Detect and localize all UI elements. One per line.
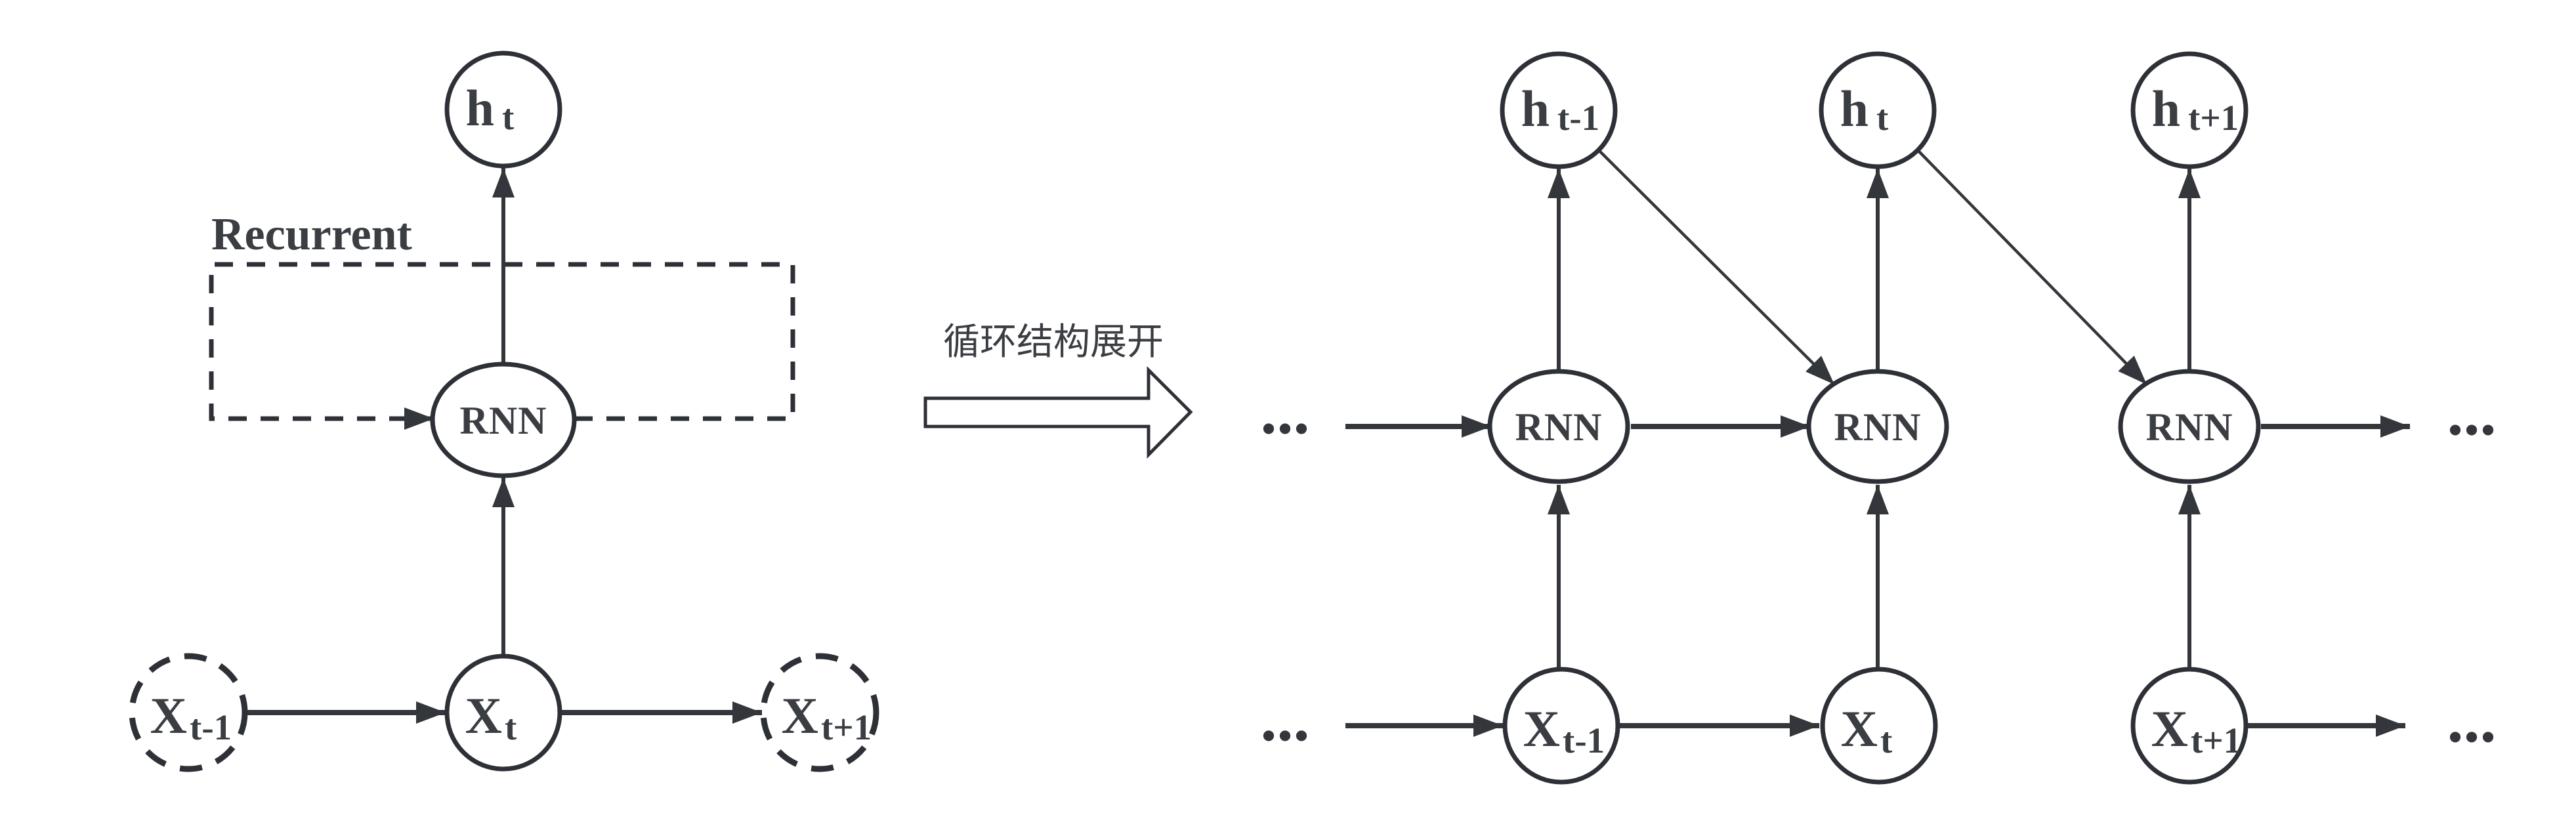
left-folded-rnn-diagram: Recurrent h t RNN X t X t-1 X t+1 [129,51,879,772]
mid-row-left-ellipsis: ... [1261,375,1310,447]
left-x-node-label: X [465,687,502,744]
col3-x-node-label: X [2151,700,2188,757]
col2-h-node-label: h [1840,80,1869,137]
col1-h-node-circle [1500,51,1618,169]
mid-row-right-ellipsis: ... [2447,376,2497,449]
col2-rnn-node-ellipse [1806,369,1949,484]
col3-x-node-circle [2130,667,2249,785]
col2-h-node-subscript: t [1876,98,1889,138]
diagonal-arrow-hprev-to-rnn [1597,149,1836,386]
left-h-node-circle [444,51,562,169]
unfold-transition: 循环结构展开 [923,322,1193,459]
col1-rnn-node-label: RNN [1515,405,1603,449]
left-xnext-node-circle [760,653,879,772]
bottom-row-right-ellipsis: ... [2447,683,2497,756]
col1-x-node-label: X [1523,700,1560,757]
left-xprev-node-circle [129,653,248,772]
col2-x-node-circle [1820,667,1938,785]
left-xnext-node-label: X [782,687,818,744]
bottom-row-left-ellipsis: ... [1261,682,1310,755]
col2-x-node-label: X [1841,700,1878,757]
unfold-block-arrow-icon [923,365,1193,459]
left-x-node-circle [444,654,562,772]
col1-x-node-circle [1502,667,1620,785]
col3-rnn-node-label: RNN [2146,405,2233,449]
unfold-caption: 循环结构展开 [943,322,1164,363]
col1-rnn-node-ellipse [1487,369,1630,484]
col3-h-node-subscript: t+1 [2188,98,2239,138]
left-h-node-subscript: t [502,97,515,137]
left-xprev-node-subscript: t-1 [190,707,232,747]
col3-x-node-subscript: t+1 [2191,720,2241,760]
col2-rnn-node-label: RNN [1834,405,1922,449]
recurrent-label: Recurrent [211,209,412,260]
diagonal-arrow-h-to-rnnnext [1916,149,2148,386]
left-xnext-node-subscript: t+1 [821,707,872,747]
col1-h-node-label: h [1521,80,1550,137]
col3-rnn-node-ellipse [2118,369,2261,484]
col2-h-node-circle [1819,51,1937,169]
col1-h-node-subscript: t-1 [1557,98,1599,138]
col1-x-node-subscript: t-1 [1563,720,1605,760]
col2-x-node-subscript: t [1880,720,1893,760]
left-rnn-node-ellipse [430,362,577,478]
left-h-node-label: h [466,79,494,136]
left-xprev-node-label: X [150,687,187,744]
left-rnn-node-label: RNN [460,399,547,442]
col3-h-node-circle [2130,51,2249,169]
col3-h-node-label: h [2152,80,2180,137]
right-unrolled-rnn-diagram: h t-1 RNN X t-1 h t RNN X t h t+1 RNN X … [1261,51,2497,785]
left-x-node-subscript: t [505,707,517,747]
